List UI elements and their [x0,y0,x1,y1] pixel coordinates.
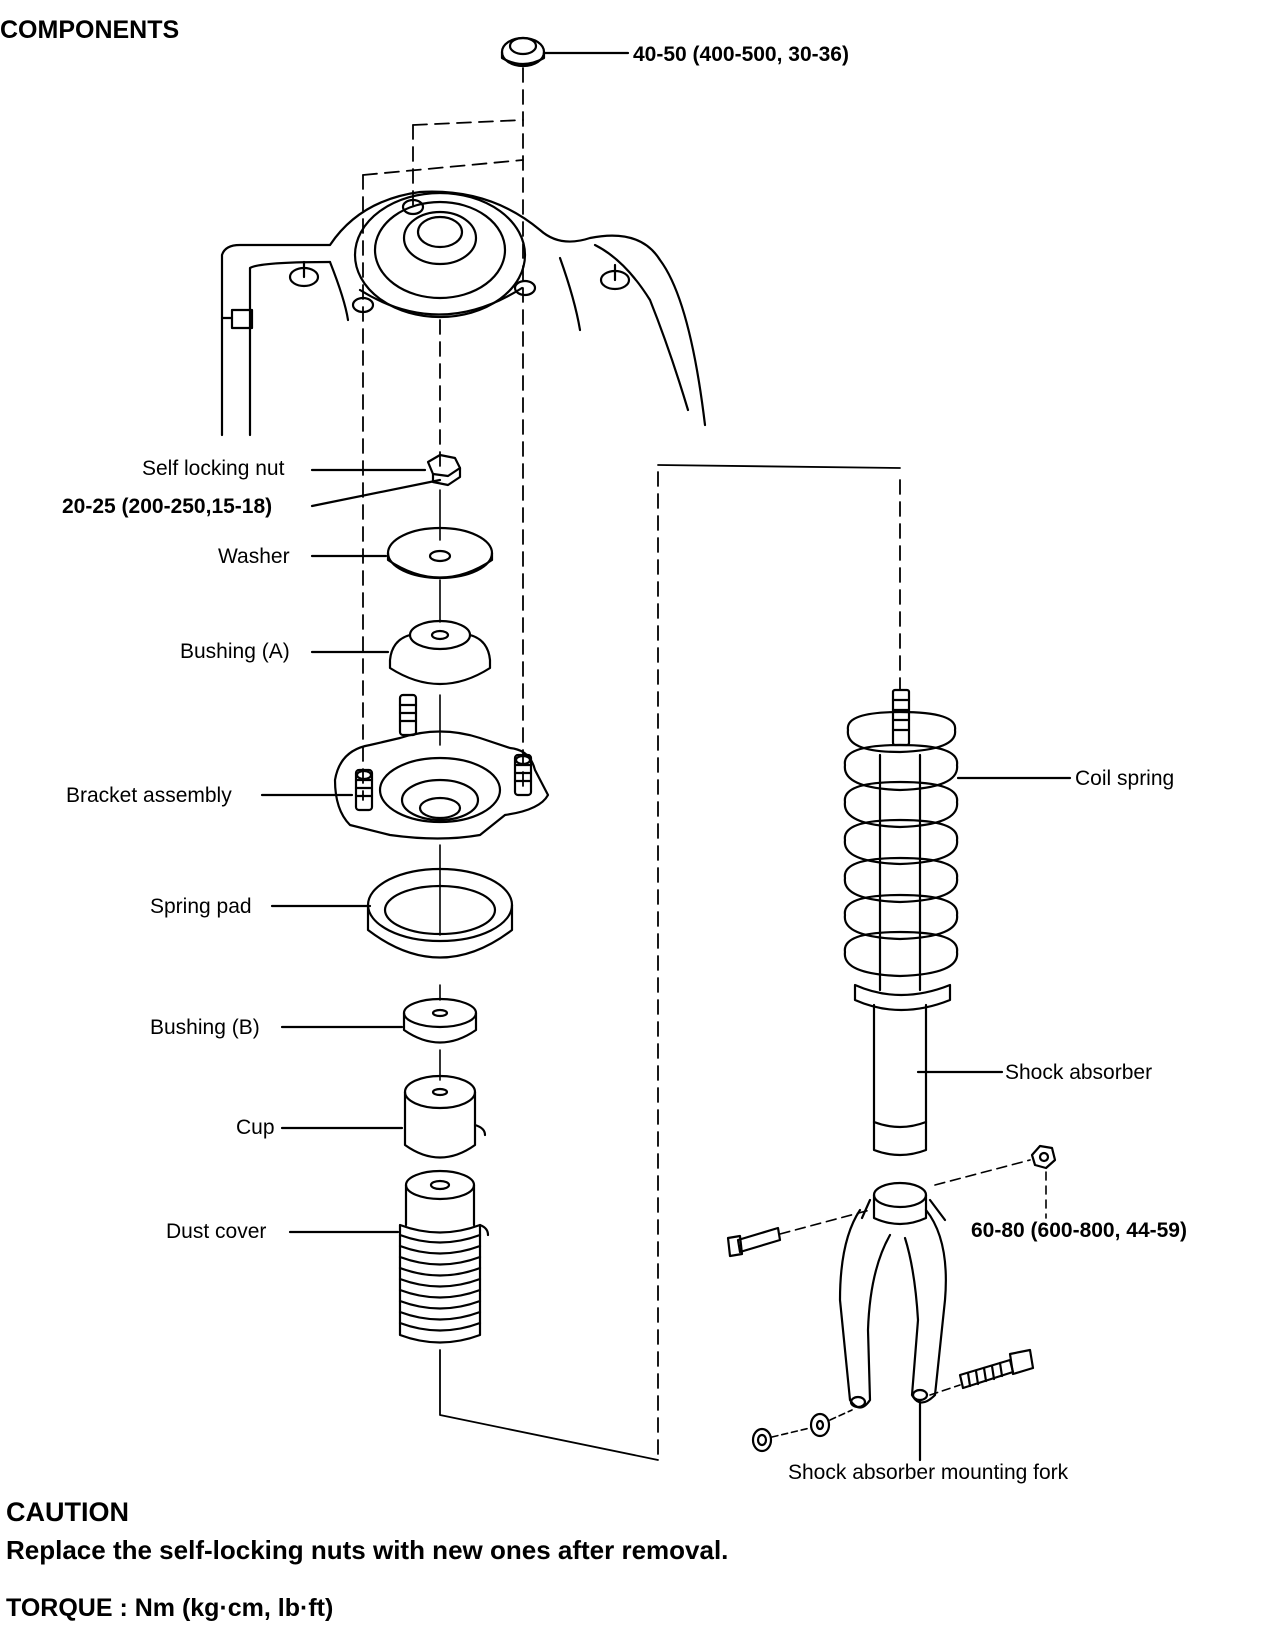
spring-pad-label: Spring pad [150,895,252,918]
dust-cover-label: Dust cover [166,1220,267,1243]
self-locking-nut-label: Self locking nut [142,457,285,480]
self-locking-nut-torque-label: 20-25 (200-250,15-18) [62,495,273,518]
caution-title: CAUTION [6,1497,129,1527]
torque-units-note: TORQUE : Nm (kg·cm, lb·ft) [6,1594,334,1622]
bushing-b-label: Bushing (B) [150,1016,260,1039]
top-mount-nut-icon [500,36,546,68]
dust-cover-icon [398,1169,490,1344]
fork-nut-torque-label: 60-80 (600-800, 44-59) [971,1219,1187,1242]
washer-label: Washer [218,545,290,568]
bracket-assembly-label: Bracket assembly [66,784,232,807]
shock-absorber-label: Shock absorber [1005,1061,1153,1084]
mounting-fork-label: Shock absorber mounting fork [788,1461,1069,1484]
top-nut-torque-label: 40-50 (400-500, 30-36) [633,43,849,66]
fork-nut-lower-icon [751,1427,773,1453]
fork-bolt-upper-icon [726,1226,782,1258]
page-heading: COMPONENTS [0,16,180,44]
self-locking-nut-icon [426,453,462,487]
cup-label: Cup [236,1116,275,1139]
coil-spring-icon [843,688,959,1012]
strut-tower-body-icon [220,190,707,437]
bracket-assembly-icon [333,693,550,840]
mounting-fork-icon [838,1181,947,1409]
alignment-lines [362,67,901,1461]
fork-washer-icon [809,1412,831,1438]
fork-nut-upper-icon [1030,1144,1057,1170]
bushing-a-icon [388,619,492,685]
bracket-line [439,1349,659,1461]
bushing-b-icon [402,997,478,1044]
caution-text: Replace the self-locking nuts with new o… [6,1535,729,1565]
shock-absorber-icon [872,1003,928,1157]
coil-spring-label: Coil spring [1075,767,1175,790]
cup-icon [403,1074,487,1159]
bushing-a-label: Bushing (A) [180,640,290,663]
leader-line [310,478,442,508]
fork-bolt-lower-icon [958,1348,1035,1390]
